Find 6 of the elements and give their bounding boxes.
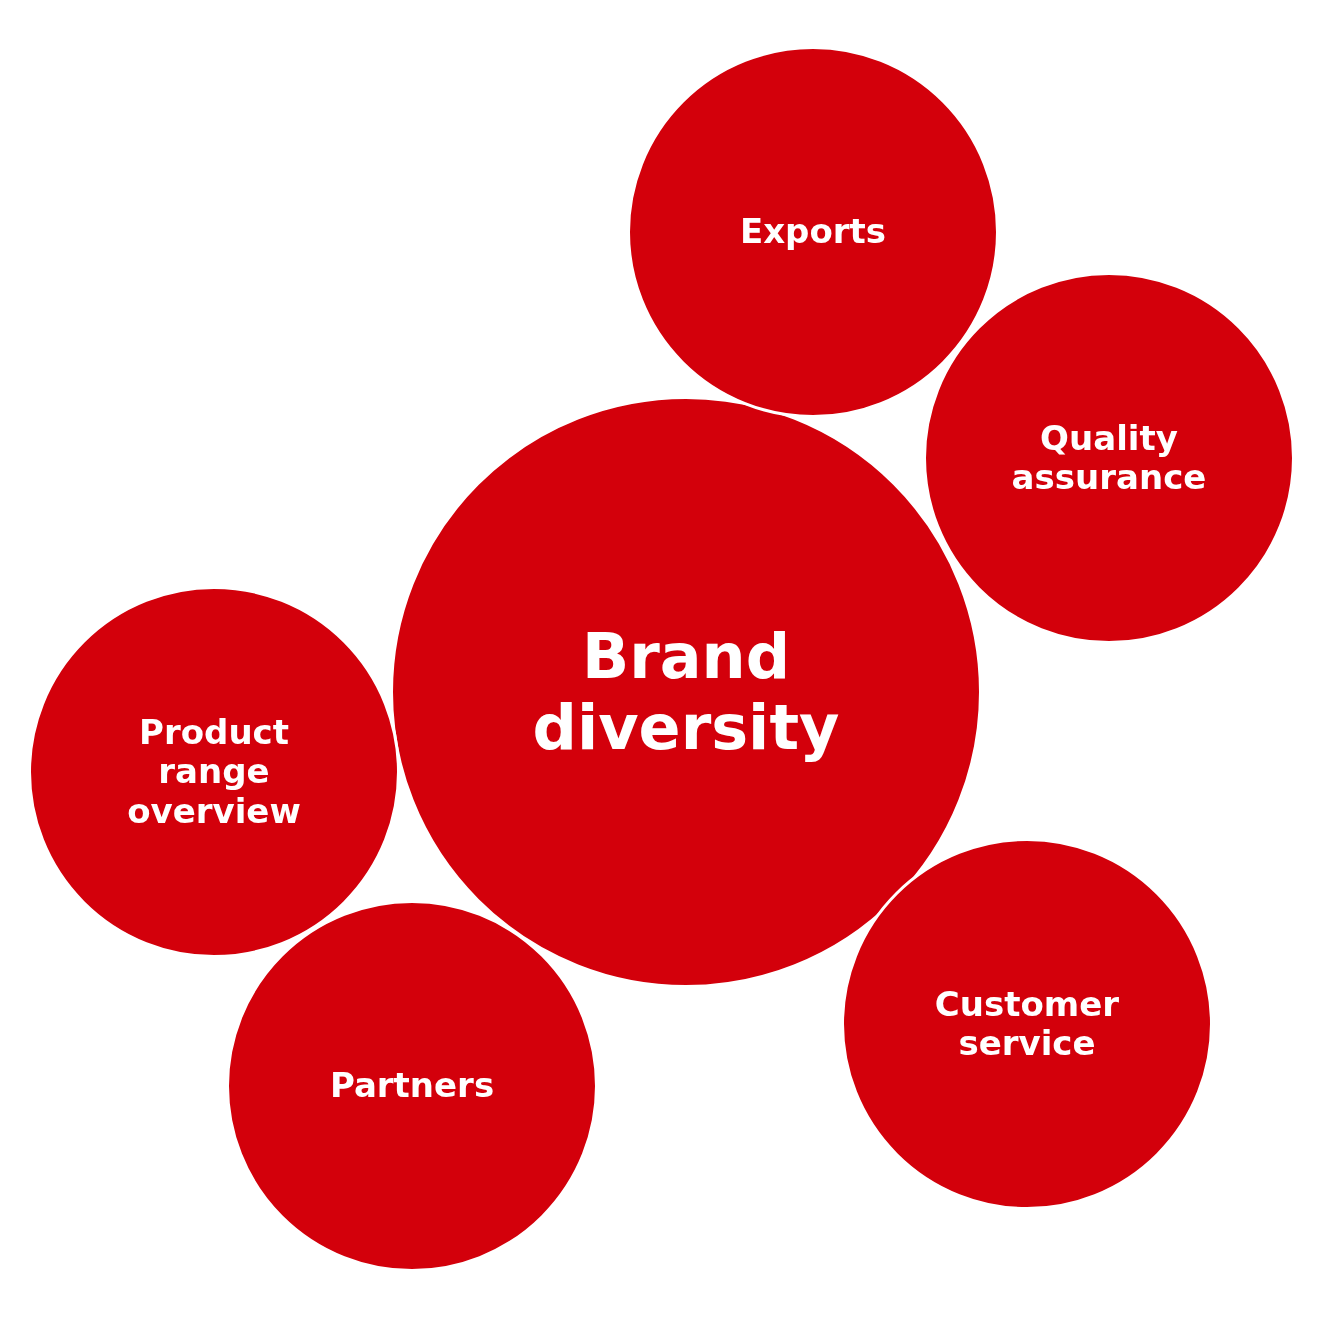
topic-label: Product range overview [126,713,302,831]
topic-label: Customer service [933,984,1121,1064]
topic-label: Exports [739,212,887,252]
central-label: Brand diversity [531,620,841,764]
topic-label: Quality assurance [1010,418,1208,498]
topic-label: Partners [329,1066,495,1106]
